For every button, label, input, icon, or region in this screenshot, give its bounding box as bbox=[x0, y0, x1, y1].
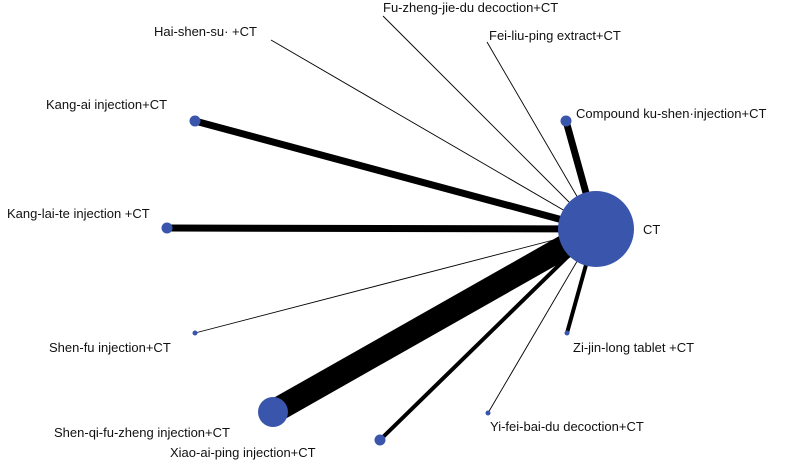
label-fu-zheng-jie-du: Fu-zheng-jie-du decoction+CT bbox=[383, 0, 558, 15]
node-zi-jin-long bbox=[564, 330, 570, 336]
edge-shen-qi-fu-zheng bbox=[267, 218, 602, 423]
label-kang-lai-te: Kang-lai-te injection +CT bbox=[7, 206, 150, 221]
labels-layer: Hai-shen-su· +CT Fu-zheng-jie-du decoctio… bbox=[7, 0, 766, 460]
edge-shen-fu bbox=[194, 228, 597, 334]
label-ct: CT bbox=[643, 222, 660, 237]
label-shen-qi-fu-zheng: Shen-qi-fu-zheng injection+CT bbox=[54, 425, 230, 440]
edge-fu-zheng-jie-du bbox=[382, 15, 597, 230]
label-kang-ai: Kang-ai injection+CT bbox=[46, 97, 167, 112]
edge-xiao-ai-ping bbox=[378, 227, 598, 442]
node-yi-fei-bai-du bbox=[485, 410, 491, 416]
label-xiao-ai-ping: Xiao-ai-ping injection+CT bbox=[170, 445, 316, 460]
label-zi-jin-long: Zi-jin-long tablet +CT bbox=[573, 340, 694, 355]
node-shen-qi-fu-zheng bbox=[258, 397, 288, 427]
node-ct bbox=[558, 191, 634, 267]
label-compound-ku-shen: Compound ku-shen·injection+CT bbox=[576, 106, 766, 121]
node-shen-fu bbox=[192, 330, 198, 336]
node-compound-ku-shen bbox=[560, 115, 572, 127]
edges-layer bbox=[166, 15, 602, 442]
label-shen-fu: Shen-fu injection+CT bbox=[49, 340, 171, 355]
node-kang-ai bbox=[189, 115, 201, 127]
label-fei-liu-ping: Fei-liu-ping extract+CT bbox=[489, 28, 621, 43]
nodes-layer bbox=[161, 115, 634, 446]
node-kang-lai-te bbox=[161, 222, 173, 234]
edge-kang-lai-te bbox=[166, 224, 597, 233]
edge-kang-ai bbox=[194, 117, 597, 233]
label-yi-fei-bai-du: Yi-fei-bai-du decoction+CT bbox=[490, 419, 644, 434]
label-hai-shen-su: Hai-shen-su· +CT bbox=[154, 24, 257, 39]
node-xiao-ai-ping bbox=[374, 434, 386, 446]
edge-hai-shen-su bbox=[270, 39, 597, 230]
